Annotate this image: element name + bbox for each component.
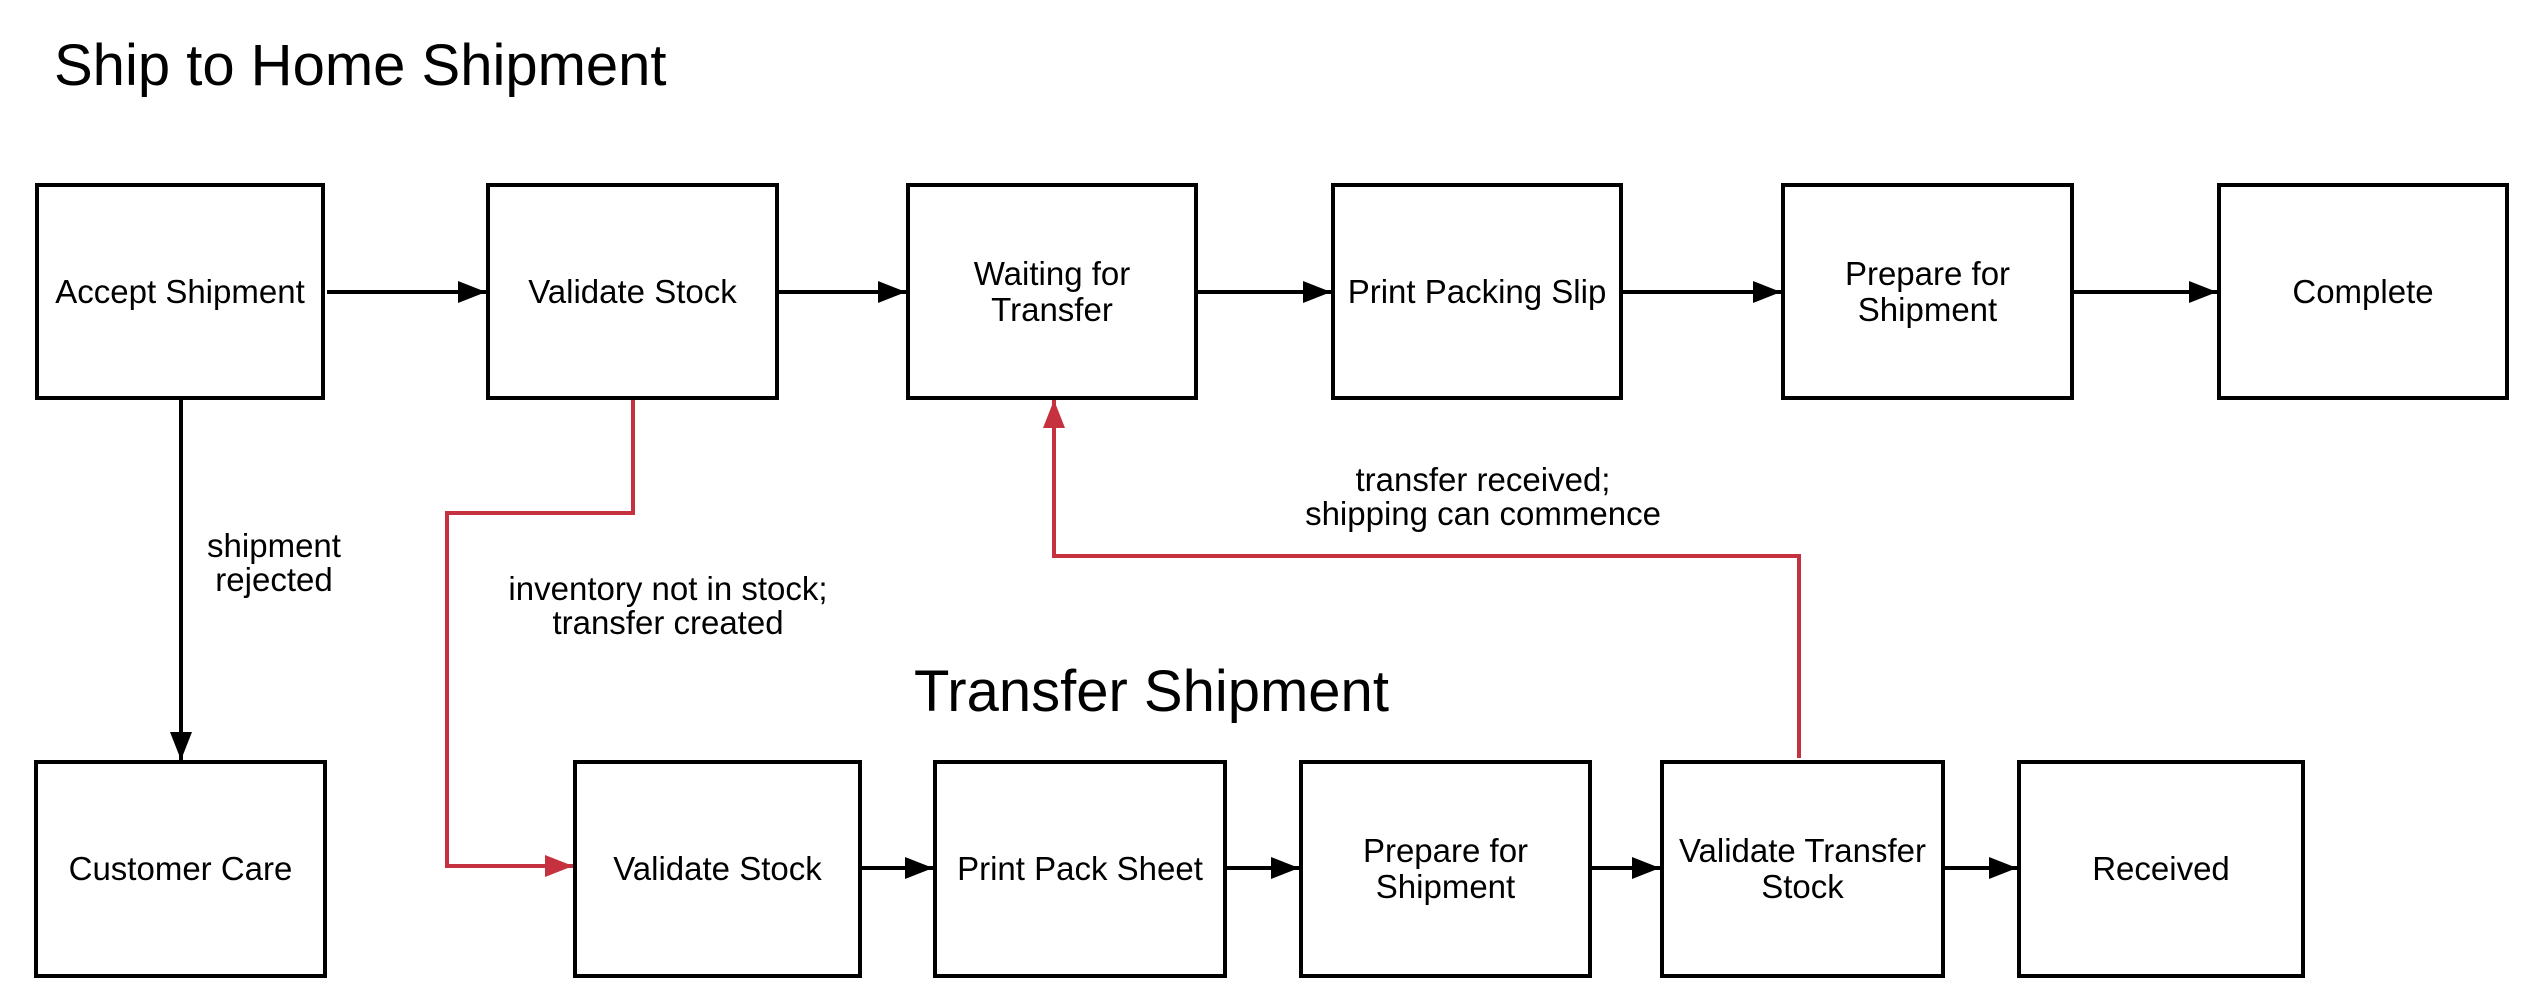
node-validate-stock-main: Validate Stock	[486, 183, 779, 400]
edge-red-transfer-validate-to-waiting	[1043, 400, 1801, 758]
node-waiting-for-transfer: Waiting for Transfer	[906, 183, 1198, 400]
node-prepare-for-shipment-main: Prepare for Shipment	[1781, 183, 2074, 400]
node-validate-transfer-stock: Validate Transfer Stock	[1660, 760, 1945, 978]
node-prepare-for-shipment-transfer: Prepare for Shipment	[1299, 760, 1592, 978]
node-print-pack-sheet: Print Pack Sheet	[933, 760, 1227, 978]
edge-label-inventory-not-in-stock: inventory not in stock; transfer created	[508, 570, 828, 641]
node-customer-care: Customer Care	[34, 760, 327, 978]
node-complete: Complete	[2217, 183, 2509, 400]
edge-label-shipment-rejected: shipment rejected	[207, 527, 341, 598]
edge-label-transfer-received: transfer received; shipping can commence	[1305, 461, 1661, 532]
title-transfer-shipment: Transfer Shipment	[914, 659, 1389, 724]
node-validate-stock-transfer: Validate Stock	[573, 760, 862, 978]
node-received: Received	[2017, 760, 2305, 978]
node-print-packing-slip: Print Packing Slip	[1331, 183, 1623, 400]
edge-red-validate-to-transfer-validate	[445, 400, 635, 877]
node-accept-shipment: Accept Shipment	[35, 183, 325, 400]
title-ship-to-home: Ship to Home Shipment	[54, 33, 667, 98]
